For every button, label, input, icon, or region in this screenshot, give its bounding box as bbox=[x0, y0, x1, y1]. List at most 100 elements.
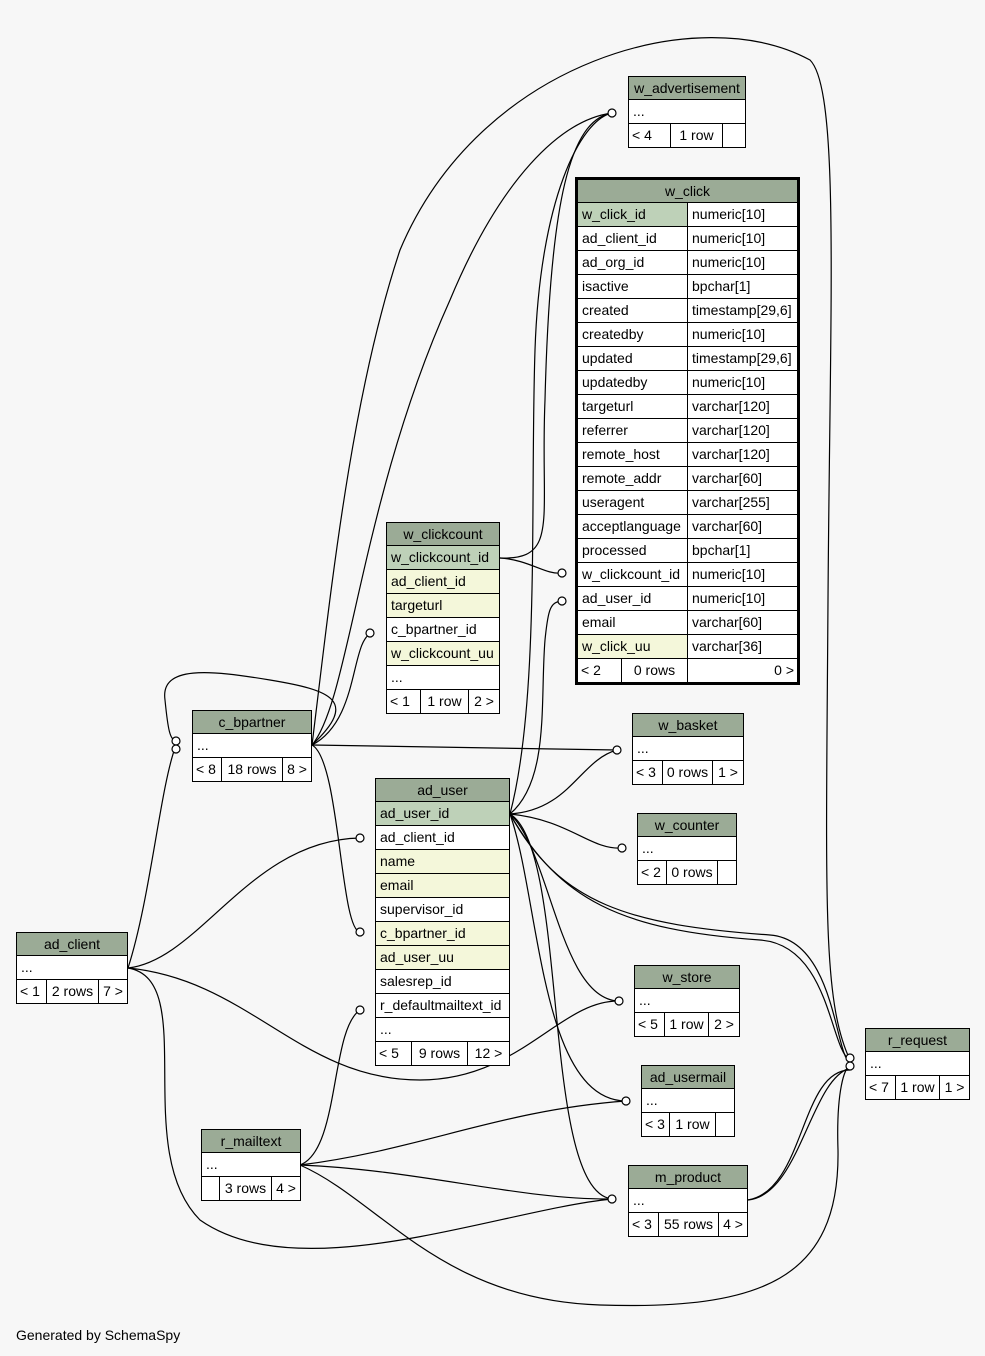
table-title: w_click bbox=[578, 180, 797, 203]
children-count[interactable]: 4 > bbox=[723, 1216, 743, 1232]
column-name: processed bbox=[578, 539, 688, 562]
table-w-advertisement[interactable]: w_advertisement ... < 4 1 row bbox=[628, 76, 746, 148]
table-r-request[interactable]: r_request ... < 7 1 row 1 > bbox=[865, 1028, 970, 1100]
column-type: varchar[60] bbox=[692, 518, 763, 534]
parents-count[interactable]: < 5 bbox=[635, 1013, 665, 1036]
column-name: referrer bbox=[578, 419, 688, 442]
generated-by-footer: Generated by SchemaSpy bbox=[16, 1327, 181, 1343]
parents-count[interactable]: < 3 bbox=[642, 1113, 670, 1136]
table-title: ad_user bbox=[376, 779, 509, 802]
table-footer: < 3 0 rows 1 > bbox=[633, 761, 743, 784]
table-title: r_request bbox=[866, 1029, 969, 1052]
table-title: r_mailtext bbox=[202, 1130, 300, 1153]
parents-count[interactable]: < 1 bbox=[17, 980, 47, 1003]
parents-count[interactable]: < 4 bbox=[629, 124, 671, 147]
table-r-mailtext[interactable]: r_mailtext ... 3 rows 4 > bbox=[201, 1129, 301, 1201]
table-footer: < 5 1 row 2 > bbox=[635, 1013, 739, 1036]
parents-count[interactable]: < 2 bbox=[578, 659, 622, 682]
table-title: ad_client bbox=[17, 933, 127, 956]
table-row: ... bbox=[866, 1052, 969, 1076]
table-row: name bbox=[376, 850, 509, 874]
table-m-product[interactable]: m_product ... < 3 55 rows 4 > bbox=[628, 1165, 748, 1237]
column-name: w_clickcount_id bbox=[578, 563, 688, 586]
column-type: numeric[10] bbox=[692, 206, 766, 222]
table-w-basket[interactable]: w_basket ... < 3 0 rows 1 > bbox=[632, 713, 744, 785]
children-count[interactable]: 4 > bbox=[276, 1180, 296, 1196]
table-row: ... bbox=[387, 666, 499, 690]
table-row: targeturl bbox=[387, 594, 499, 618]
parents-count[interactable]: < 2 bbox=[638, 861, 667, 884]
children-count[interactable]: 12 > bbox=[474, 1045, 503, 1061]
table-row: c_bpartner_id bbox=[376, 922, 509, 946]
table-row: w_clickcount_uu bbox=[387, 642, 499, 666]
column-type: numeric[10] bbox=[692, 254, 766, 270]
parents-count[interactable]: < 7 bbox=[866, 1076, 896, 1099]
table-row: ad_user_id bbox=[376, 802, 509, 826]
table-footer: < 3 55 rows 4 > bbox=[629, 1213, 747, 1236]
table-row: ad_client_id bbox=[376, 826, 509, 850]
row-count: 18 rows bbox=[222, 758, 283, 781]
table-c-bpartner[interactable]: c_bpartner ... < 8 18 rows 8 > bbox=[192, 710, 312, 782]
column-type: timestamp[29,6] bbox=[692, 350, 792, 366]
parents-count[interactable]: < 8 bbox=[193, 758, 222, 781]
children-count[interactable]: 7 > bbox=[103, 983, 123, 999]
column-name: updated bbox=[578, 347, 688, 370]
parents-count[interactable]: < 3 bbox=[633, 761, 663, 784]
parents-count[interactable]: < 5 bbox=[376, 1042, 412, 1065]
table-ad-client[interactable]: ad_client ... < 1 2 rows 7 > bbox=[16, 932, 128, 1004]
table-row: email bbox=[376, 874, 509, 898]
table-row: ... bbox=[17, 956, 127, 980]
column-type: varchar[60] bbox=[692, 614, 763, 630]
table-row: ... bbox=[202, 1153, 300, 1177]
column-type: varchar[120] bbox=[692, 446, 770, 462]
parents-count[interactable] bbox=[202, 1177, 220, 1200]
row-count: 0 rows bbox=[663, 761, 713, 784]
children-count[interactable]: 2 > bbox=[714, 1016, 734, 1032]
table-row: ... bbox=[633, 737, 743, 761]
table-row: ... bbox=[642, 1089, 734, 1113]
table-title: w_clickcount bbox=[387, 523, 499, 546]
children-count[interactable]: 1 > bbox=[718, 764, 738, 780]
table-footer: < 4 1 row bbox=[629, 124, 745, 147]
column-type: numeric[10] bbox=[692, 374, 766, 390]
parents-count[interactable]: < 3 bbox=[629, 1213, 659, 1236]
table-row: ad_user_uu bbox=[376, 946, 509, 970]
row-count: 2 rows bbox=[47, 980, 99, 1003]
column-type: varchar[120] bbox=[692, 398, 770, 414]
table-footer: < 7 1 row 1 > bbox=[866, 1076, 969, 1099]
children-count[interactable] bbox=[716, 1113, 734, 1136]
table-row: ... bbox=[638, 837, 736, 861]
table-ad-usermail[interactable]: ad_usermail ... < 3 1 row bbox=[641, 1065, 735, 1137]
row-count: 1 row bbox=[665, 1013, 709, 1036]
children-count[interactable]: 1 > bbox=[944, 1079, 965, 1095]
table-ad-user[interactable]: ad_user ad_user_id ad_client_id name ema… bbox=[375, 778, 510, 1066]
table-title: m_product bbox=[629, 1166, 747, 1189]
table-row: salesrep_id bbox=[376, 970, 509, 994]
children-count[interactable]: 8 > bbox=[287, 761, 307, 777]
children-count[interactable] bbox=[718, 861, 736, 884]
table-footer: < 3 1 row bbox=[642, 1113, 734, 1136]
table-w-clickcount[interactable]: w_clickcount w_clickcount_id ad_client_i… bbox=[386, 522, 500, 714]
parents-count[interactable]: < 1 bbox=[387, 690, 421, 713]
children-count[interactable] bbox=[723, 124, 745, 147]
column-name: createdby bbox=[578, 323, 688, 346]
column-name: remote_host bbox=[578, 443, 688, 466]
table-title: w_store bbox=[635, 966, 739, 989]
children-count[interactable]: 2 > bbox=[474, 693, 494, 709]
column-type: varchar[120] bbox=[692, 422, 770, 438]
column-type: numeric[10] bbox=[692, 590, 766, 606]
row-count: 1 row bbox=[671, 124, 723, 147]
table-footer: < 2 0 rows 0 > bbox=[578, 659, 797, 682]
children-count[interactable]: 0 > bbox=[774, 662, 794, 678]
row-count: 9 rows bbox=[412, 1042, 468, 1065]
table-footer: < 2 0 rows bbox=[638, 861, 736, 884]
table-w-store[interactable]: w_store ... < 5 1 row 2 > bbox=[634, 965, 740, 1037]
table-w-counter[interactable]: w_counter ... < 2 0 rows bbox=[637, 813, 737, 885]
